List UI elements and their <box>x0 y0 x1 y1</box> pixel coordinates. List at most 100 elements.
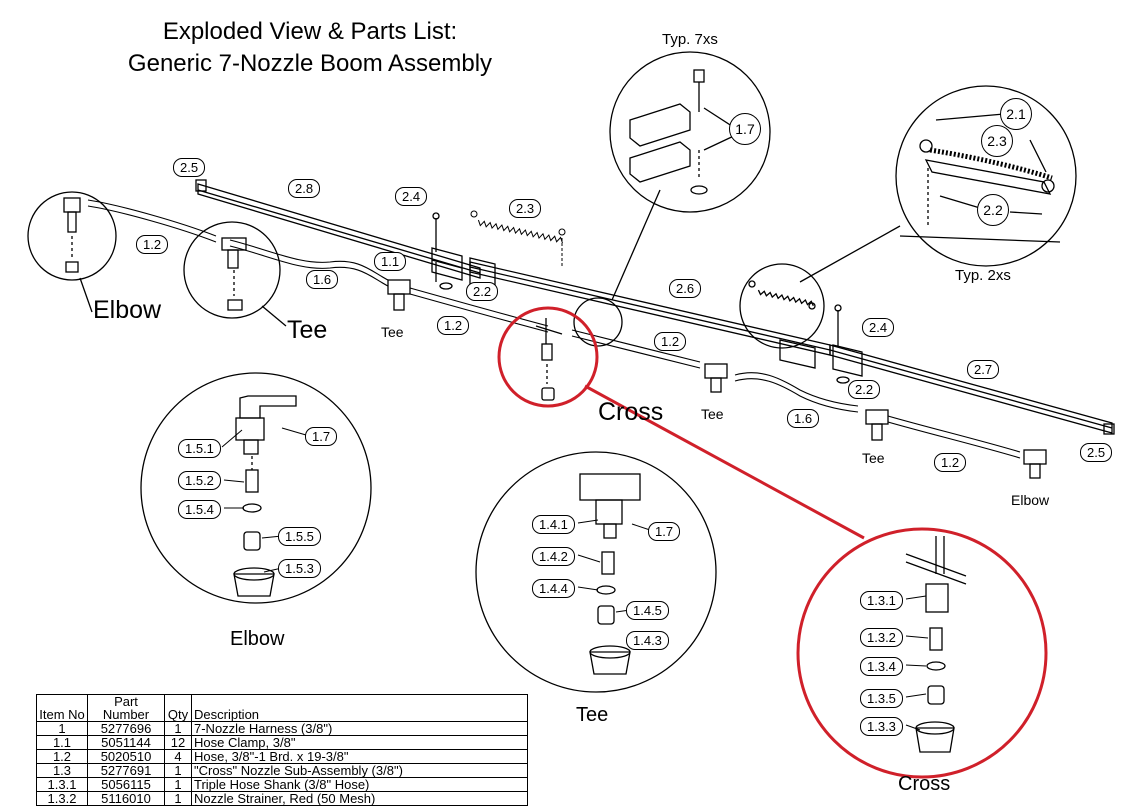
table-row: 1.3.1 5056115 1 Triple Hose Shank (3/8" … <box>36 777 528 792</box>
callout-1-6: 1.6 <box>306 270 339 289</box>
callout-1-3-1: 1.3.1 <box>860 591 903 610</box>
callout-1-5-3: 1.5.3 <box>278 559 321 578</box>
header-item-no: Item No <box>36 694 88 722</box>
nozzle-cluster-elbow <box>1023 449 1047 479</box>
callout-2-2: 2.2 <box>466 282 499 301</box>
elbow-leader <box>79 277 93 313</box>
callout-1-2: 1.2 <box>934 453 967 472</box>
label-elbow-small: Elbow <box>1011 492 1050 508</box>
label-tee-small-3: Tee <box>862 450 885 466</box>
tee-leader <box>261 305 287 327</box>
cell-item: 1.1 <box>36 735 88 750</box>
label-tee-small-1: Tee <box>381 324 404 340</box>
typ2-detail-circle <box>895 85 1077 267</box>
callout-1-2: 1.2 <box>437 316 470 335</box>
header-qty: Qty <box>164 694 192 722</box>
cross-highlight-circle <box>497 306 599 408</box>
callout-1-5-5: 1.5.5 <box>278 527 321 546</box>
callout-2-2: 2.2 <box>848 380 881 399</box>
nozzle-cluster-tee-1 <box>387 279 411 311</box>
boom-bar-left <box>197 183 481 279</box>
callout-1-4-5: 1.4.5 <box>626 601 669 620</box>
callout-2-6: 2.6 <box>669 279 702 298</box>
callout-1-3-3: 1.3.3 <box>860 717 903 736</box>
nozzle-cluster-tee-2 <box>704 363 728 393</box>
callout-1-7: 1.7 <box>305 427 338 446</box>
label-typ-7xs: Typ. 7xs <box>662 31 718 48</box>
tee-detail-circle-small <box>183 221 281 319</box>
callout-1-4-2: 1.4.2 <box>532 547 575 566</box>
cell-part: 5020510 <box>87 749 165 764</box>
callout-2-7: 2.7 <box>967 360 1000 379</box>
elbow-large-detail <box>140 372 372 604</box>
cell-item: 1 <box>36 721 88 736</box>
callout-1-7: 1.7 <box>729 113 761 145</box>
callout-1-1: 1.1 <box>374 252 407 271</box>
cell-item: 1.2 <box>36 749 88 764</box>
cell-desc: Triple Hose Shank (3/8" Hose) <box>191 777 528 792</box>
callout-2-8: 2.8 <box>288 179 321 198</box>
callout-2-1: 2.1 <box>1000 98 1032 130</box>
cell-qty: 1 <box>164 791 192 806</box>
cell-part: 5056115 <box>87 777 165 792</box>
cell-qty: 1 <box>164 721 192 736</box>
cell-qty: 12 <box>164 735 192 750</box>
bracket-left <box>431 212 463 290</box>
table-row: 1.3.2 5116010 1 Nozzle Strainer, Red (50… <box>36 791 528 806</box>
callout-2-5: 2.5 <box>1080 443 1113 462</box>
label-cross-large: Cross <box>598 398 664 426</box>
bracket-right <box>832 304 863 384</box>
callout-2-3: 2.3 <box>509 199 542 218</box>
table-row: 1.3 5277691 1 "Cross" Nozzle Sub-Assembl… <box>36 763 528 778</box>
callout-2-4: 2.4 <box>862 318 895 337</box>
tee-large-detail <box>475 451 717 693</box>
typ2-detail-small <box>739 263 825 349</box>
callout-1-3-2: 1.3.2 <box>860 628 903 647</box>
callout-2-3: 2.3 <box>981 125 1013 157</box>
callout-2-5: 2.5 <box>173 158 206 177</box>
callout-1-2: 1.2 <box>136 235 169 254</box>
cell-item: 1.3 <box>36 763 88 778</box>
label-tee-large: Tee <box>287 316 328 344</box>
table-row: 1.2 5020510 4 Hose, 3/8"-1 Brd. x 19-3/8… <box>36 749 528 764</box>
callout-1-3-4: 1.3.4 <box>860 657 903 676</box>
cell-desc: 7-Nozzle Harness (3/8") <box>191 721 528 736</box>
callout-2-4: 2.4 <box>395 187 428 206</box>
label-typ-2xs: Typ. 2xs <box>955 267 1011 284</box>
callout-1-4-4: 1.4.4 <box>532 579 575 598</box>
callout-1-5-1: 1.5.1 <box>178 439 221 458</box>
table-row: 1.1 5051144 12 Hose Clamp, 3/8" <box>36 735 528 750</box>
end-cap-left <box>195 179 207 192</box>
label-tee-detail: Tee <box>576 704 609 726</box>
nozzle-cluster-cross <box>535 318 563 401</box>
callout-1-2: 1.2 <box>654 332 687 351</box>
cell-desc: Nozzle Strainer, Red (50 Mesh) <box>191 791 528 806</box>
cell-qty: 4 <box>164 749 192 764</box>
cell-desc: Hose, 3/8"-1 Brd. x 19-3/8" <box>191 749 528 764</box>
hose-right <box>571 329 1021 459</box>
table-header-row: Item No Part Number Qty Description <box>36 694 528 722</box>
callout-1-4-1: 1.4.1 <box>532 515 575 534</box>
cross-large-detail-circle <box>796 527 1048 779</box>
cell-qty: 1 <box>164 763 192 778</box>
callout-1-7: 1.7 <box>648 522 681 541</box>
cross-highlight-leader <box>584 384 865 540</box>
title-line-2: Generic 7-Nozzle Boom Assembly <box>127 50 493 77</box>
header-part-number: Part Number <box>87 694 165 722</box>
nozzle-cluster-tee-3 <box>865 409 889 441</box>
callout-1-4-3: 1.4.3 <box>626 631 669 650</box>
parts-list-table: Item No Part Number Qty Description 1 52… <box>36 694 528 806</box>
callout-1-5-4: 1.5.4 <box>178 500 221 519</box>
header-description: Description <box>191 694 528 722</box>
spring-left <box>470 210 566 268</box>
label-elbow-large: Elbow <box>93 296 162 324</box>
title-line-1: Exploded View & Parts List: <box>162 18 458 45</box>
cell-part: 5051144 <box>87 735 165 750</box>
table-row: 1 5277696 1 7-Nozzle Harness (3/8") <box>36 721 528 736</box>
elbow-detail-circle <box>27 191 117 281</box>
boom-bar-middle <box>469 261 831 356</box>
boom-bar-right <box>829 344 1115 435</box>
callout-1-3-5: 1.3.5 <box>860 689 903 708</box>
